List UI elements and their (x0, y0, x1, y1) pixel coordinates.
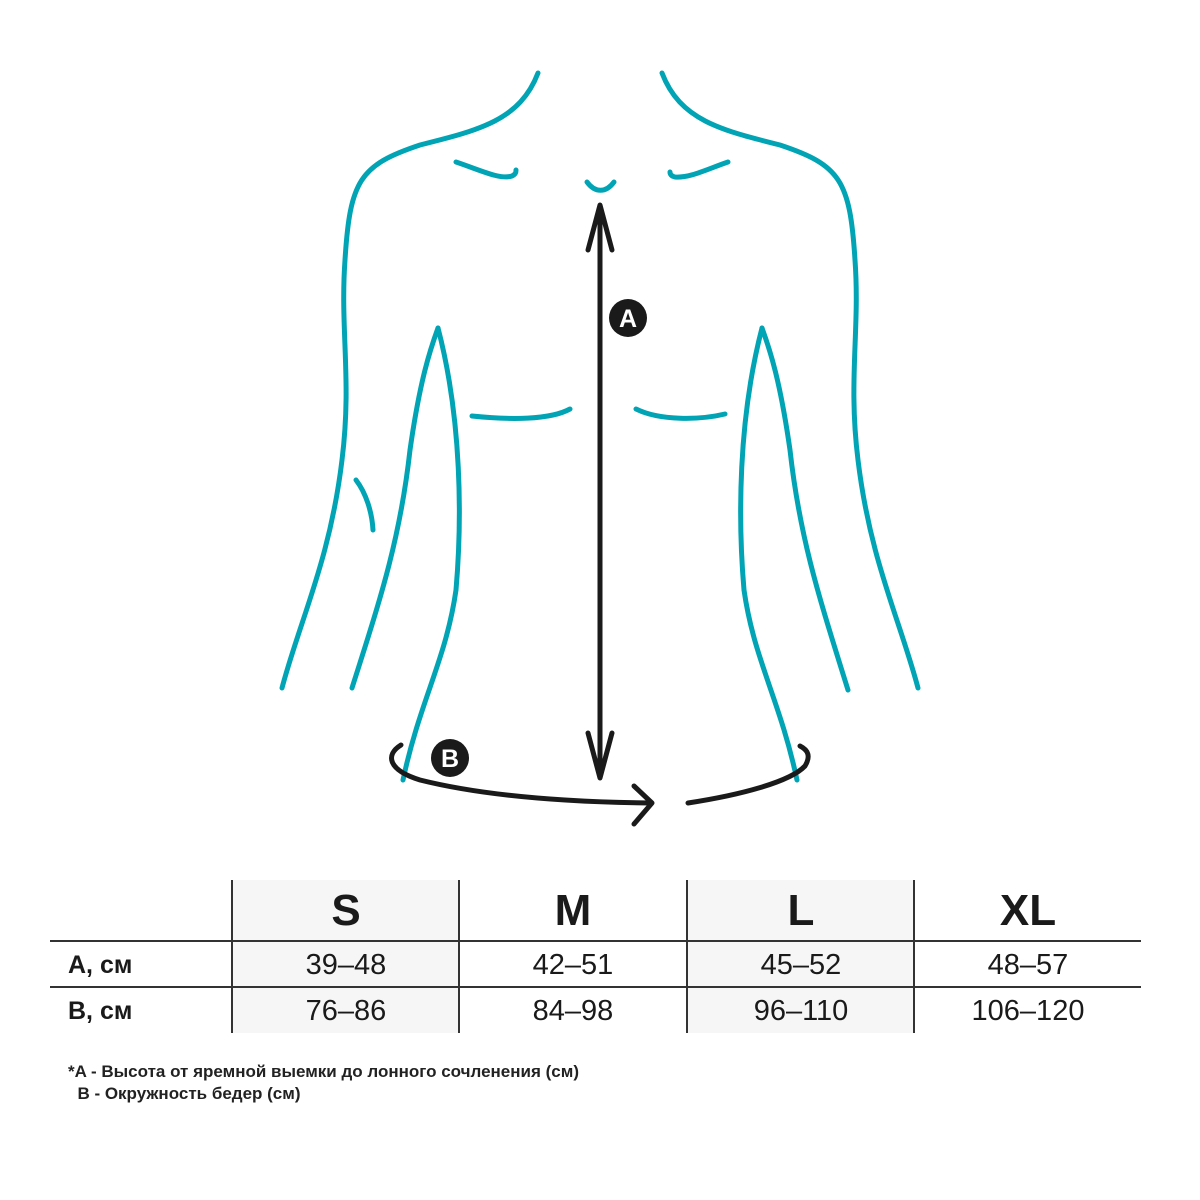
shade-l (688, 880, 914, 1033)
measure-arrows (389, 202, 811, 827)
left-elbow-mark (353, 477, 376, 533)
cell-b-xl: 106–120 (971, 994, 1085, 1027)
jugular-notch (584, 179, 617, 193)
svg-text:A: A (619, 305, 637, 333)
cell-a-l: 45–52 (760, 948, 842, 981)
row-label-b: B, см (68, 996, 133, 1025)
left-chest-line (469, 406, 573, 421)
row-divider (50, 940, 1141, 942)
right-chest-line (633, 406, 728, 421)
col-divider (458, 880, 460, 1033)
arrow-b-curve-left (389, 742, 653, 806)
footnote-a: *A - Высота от яремной выемки до лонного… (68, 1062, 579, 1081)
left-collarbone (453, 159, 519, 180)
left-torso (400, 325, 462, 783)
shade-s (233, 880, 459, 1033)
size-header-m: M (554, 885, 592, 935)
size-header-xl: XL (999, 885, 1057, 935)
cell-b-l: 96–110 (753, 994, 849, 1027)
col-divider (231, 880, 233, 1033)
marker-a: A (609, 299, 647, 337)
right-shoulder-arm-outline (659, 70, 921, 691)
body-outline (279, 70, 921, 783)
marker-b: B (431, 739, 469, 777)
col-divider (913, 880, 915, 1033)
body-diagram: A B (279, 70, 921, 827)
right-collarbone (667, 159, 731, 180)
row-divider (50, 986, 1141, 988)
right-torso (738, 325, 800, 783)
cell-a-s: 39–48 (305, 948, 387, 981)
cell-b-s: 76–86 (305, 994, 387, 1027)
cell-a-m: 42–51 (532, 948, 614, 981)
row-label-a: A, см (68, 950, 133, 979)
col-divider (686, 880, 688, 1033)
size-header-l: L (787, 885, 815, 935)
arrow-a-bottom-head (585, 730, 615, 781)
size-header-s: S (331, 885, 361, 935)
svg-text:B: B (441, 745, 459, 773)
footnote-b: B - Окружность бедер (см) (68, 1084, 301, 1103)
arrow-b-head (631, 783, 655, 827)
arrow-b-curve-right (685, 743, 811, 806)
right-inner-arm (759, 325, 851, 693)
cell-b-m: 84–98 (532, 994, 614, 1027)
left-inner-arm (349, 325, 441, 691)
cell-a-xl: 48–57 (987, 948, 1069, 981)
left-shoulder-arm-outline (279, 70, 541, 691)
arrow-a-top-head (585, 202, 615, 253)
